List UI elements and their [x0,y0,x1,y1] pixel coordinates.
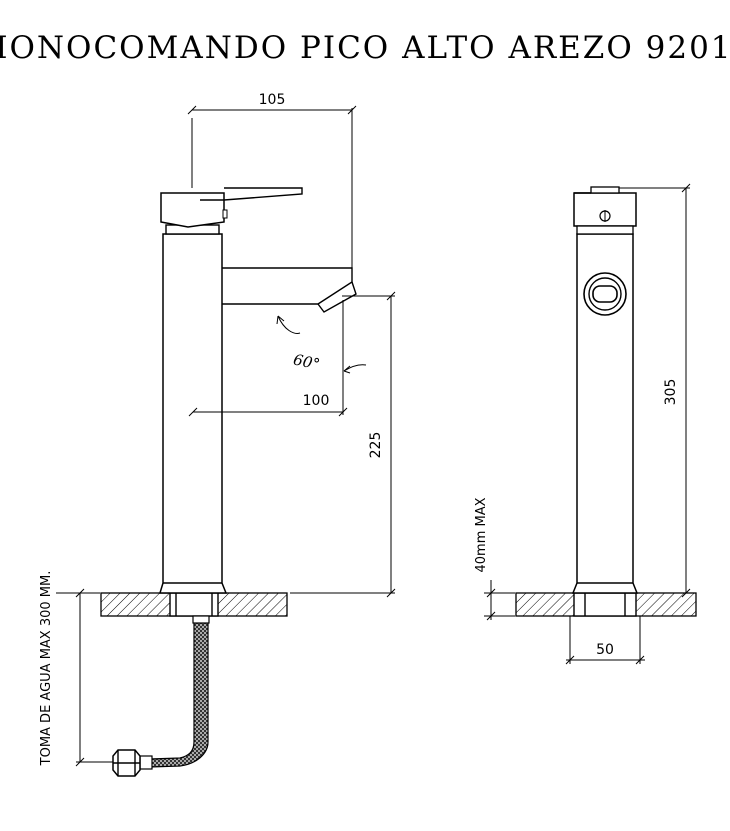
dim-total-height: 305 [663,379,679,406]
shank-right [573,592,637,617]
dim-angle: 60° [292,350,322,373]
dim-spout-reach: 100 [303,393,330,409]
supply-hose [149,619,209,768]
spout-front [222,267,353,305]
dim-top-width: 105 [259,92,286,108]
dim-water-supply: TOMA DE AGUA MAX 300 MM. [39,571,54,767]
lever-handle [223,187,303,201]
side-view: 305 50 40mm MAX [474,183,697,665]
dim-base-diameter: 50 [596,642,614,658]
drawing-title: MONOCOMANDO PICO ALTO AREZO 92017 [0,30,730,66]
front-view: 105 100 225 60° TOMA DE [39,92,396,777]
spout-tip [317,281,357,313]
faucet-body-front [158,233,228,594]
dim-counter-max: 40mm MAX [474,497,489,572]
dim-spout-height: 225 [368,432,384,459]
angle-arc [277,315,301,334]
shank-left [169,592,219,617]
lever-block [160,192,225,228]
